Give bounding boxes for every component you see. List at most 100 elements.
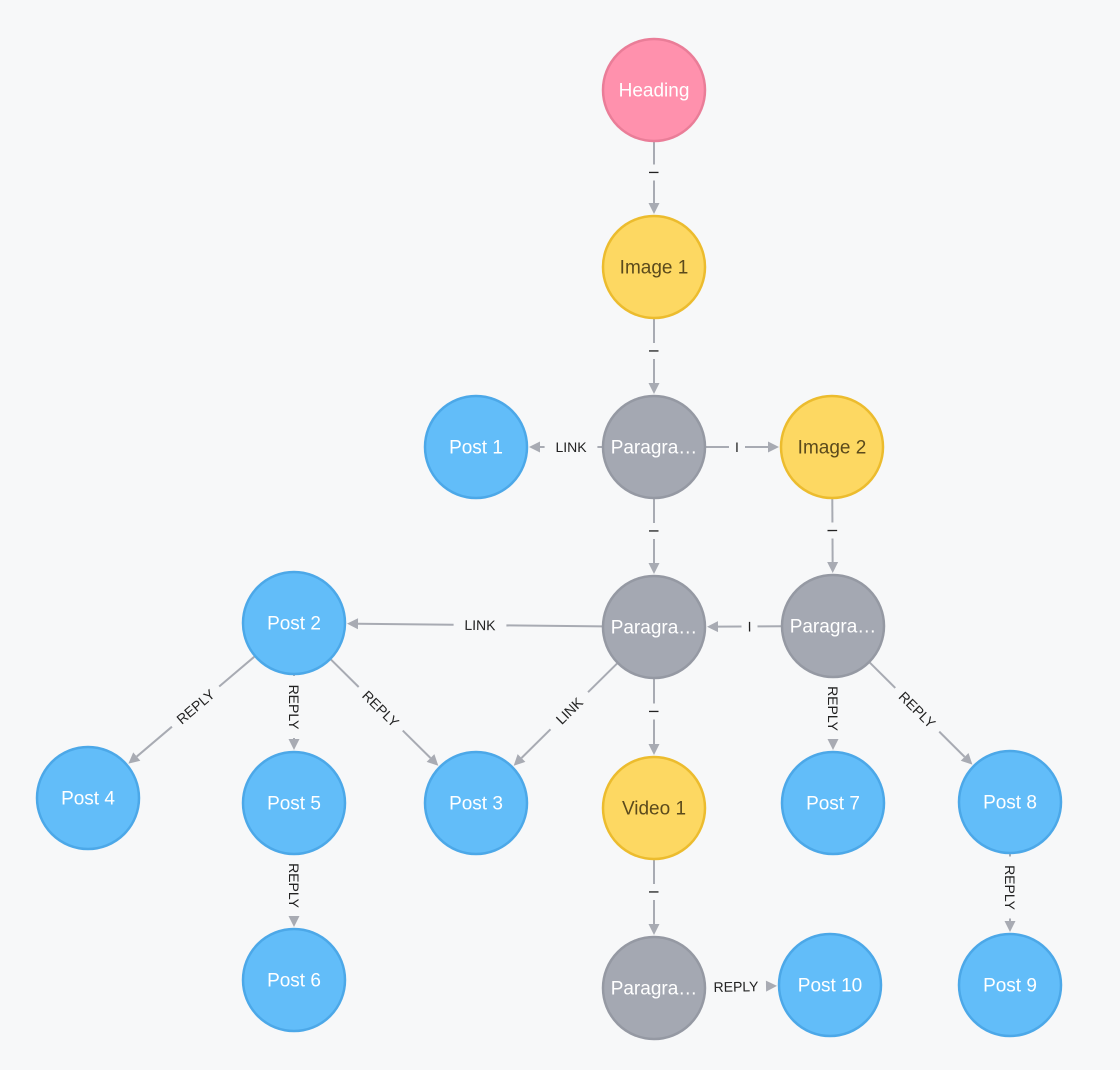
arrowhead-icon: [346, 618, 359, 630]
node-label: Post 2: [267, 614, 321, 635]
node-label: Paragra…: [611, 438, 698, 459]
edge-label: LINK: [464, 617, 496, 633]
edge-para3-to-post8[interactable]: REPLY: [869, 661, 973, 765]
arrowhead-icon: [827, 739, 839, 750]
node-circle[interactable]: [601, 394, 707, 500]
edge-post5-to-post6[interactable]: REPLY: [286, 854, 302, 928]
node-circle[interactable]: [241, 750, 347, 856]
node-circle[interactable]: [601, 935, 707, 1041]
node-image1[interactable]: Image 1: [601, 214, 707, 320]
node-post1[interactable]: Post 1: [423, 394, 529, 500]
arrowhead-icon: [765, 980, 778, 992]
edge-line: [506, 624, 603, 628]
edge-post2-to-post4[interactable]: REPLY: [128, 655, 256, 764]
edge-label: LINK: [555, 439, 587, 455]
node-label: Paragra…: [611, 618, 698, 639]
edge-label: I: [748, 618, 752, 634]
node-post4[interactable]: Post 4: [35, 745, 141, 851]
node-circle[interactable]: [423, 750, 529, 856]
edge-post8-to-post9[interactable]: REPLY: [1002, 854, 1018, 932]
edge-para1-to-para2[interactable]: I: [646, 499, 662, 574]
node-circle[interactable]: [601, 214, 707, 320]
edge-label: REPLY: [1002, 865, 1018, 911]
edge-post2-to-post5[interactable]: REPLY: [286, 675, 302, 750]
node-circle[interactable]: [780, 573, 886, 679]
edge-para2-to-video1[interactable]: I: [646, 679, 662, 755]
node-post2[interactable]: Post 2: [241, 570, 347, 676]
arrowhead-icon: [648, 744, 660, 755]
edge-label: REPLY: [286, 863, 302, 909]
node-heading[interactable]: Heading: [601, 37, 707, 143]
edge-label: I: [646, 710, 662, 714]
node-post6[interactable]: Post 6: [241, 927, 347, 1033]
node-circle[interactable]: [601, 574, 707, 680]
node-circle[interactable]: [779, 394, 885, 500]
node-circle[interactable]: [423, 394, 529, 500]
node-label: Post 7: [806, 794, 860, 815]
node-post5[interactable]: Post 5: [241, 750, 347, 856]
node-para3[interactable]: Paragra…: [780, 573, 886, 679]
node-circle[interactable]: [601, 755, 707, 861]
edge-para4-to-post10[interactable]: REPLY: [704, 978, 778, 995]
node-label: Post 5: [267, 794, 321, 815]
node-post3[interactable]: Post 3: [423, 750, 529, 856]
edge-image2-to-para3[interactable]: I: [824, 498, 840, 574]
arrowhead-icon: [648, 383, 660, 394]
node-label: Video 1: [622, 799, 686, 820]
edge-heading-to-image1[interactable]: I: [646, 142, 662, 214]
edge-para2-to-post3[interactable]: LINK: [513, 662, 618, 766]
node-circle[interactable]: [957, 932, 1063, 1038]
node-label: Image 1: [620, 258, 689, 279]
node-circle[interactable]: [957, 749, 1063, 855]
edge-label: I: [646, 171, 662, 175]
edge-label: I: [646, 349, 662, 353]
node-circle[interactable]: [35, 745, 141, 851]
arrowhead-icon: [513, 754, 526, 766]
edge-label: REPLY: [286, 685, 302, 731]
node-post9[interactable]: Post 9: [957, 932, 1063, 1038]
node-circle[interactable]: [241, 570, 347, 676]
node-post7[interactable]: Post 7: [780, 750, 886, 856]
edge-para3-to-post7[interactable]: REPLY: [825, 677, 841, 751]
node-post8[interactable]: Post 8: [957, 749, 1063, 855]
edge-label: LINK: [553, 694, 587, 728]
edge-para2-to-post2[interactable]: LINK: [346, 617, 603, 633]
node-label: Post 3: [449, 794, 503, 815]
edge-para1-to-post1[interactable]: LINK: [529, 439, 602, 455]
arrowhead-icon: [1004, 921, 1016, 932]
edge-label: REPLY: [173, 686, 218, 728]
edge-line: [330, 658, 360, 688]
arrowhead-icon: [827, 561, 839, 574]
node-label: Paragra…: [790, 617, 877, 638]
edge-line: [938, 730, 966, 758]
node-para1[interactable]: Paragra…: [601, 394, 707, 500]
edge-post2-to-post3[interactable]: REPLY: [330, 658, 439, 766]
node-post10[interactable]: Post 10: [777, 932, 883, 1038]
edges-layer: I I LINK I I I I LINK LINK I REPLY REPLY REPLY REPLY R…: [128, 142, 1018, 995]
edge-line: [587, 662, 618, 693]
node-label: Post 8: [983, 793, 1037, 814]
node-circle[interactable]: [241, 927, 347, 1033]
node-label: Post 10: [798, 976, 862, 997]
arrowhead-icon: [648, 563, 660, 574]
node-label: Post 6: [267, 971, 321, 992]
node-para4[interactable]: Paragra…: [601, 935, 707, 1041]
arrowhead-icon: [288, 916, 300, 927]
edge-para3-to-para2[interactable]: I: [706, 618, 782, 634]
edge-label: REPLY: [896, 688, 940, 731]
edge-video1-to-para4[interactable]: I: [646, 860, 662, 935]
node-label: Post 1: [449, 438, 503, 459]
edge-para1-to-image2[interactable]: I: [706, 439, 779, 455]
node-circle[interactable]: [777, 932, 883, 1038]
edge-image1-to-para1[interactable]: I: [646, 319, 662, 394]
edge-line: [136, 725, 173, 758]
node-image2[interactable]: Image 2: [779, 394, 885, 500]
node-circle[interactable]: [780, 750, 886, 856]
node-circle[interactable]: [601, 37, 707, 143]
edge-label: I: [646, 890, 662, 894]
node-video1[interactable]: Video 1: [601, 755, 707, 861]
node-para2[interactable]: Paragra…: [601, 574, 707, 680]
arrowhead-icon: [529, 441, 540, 453]
